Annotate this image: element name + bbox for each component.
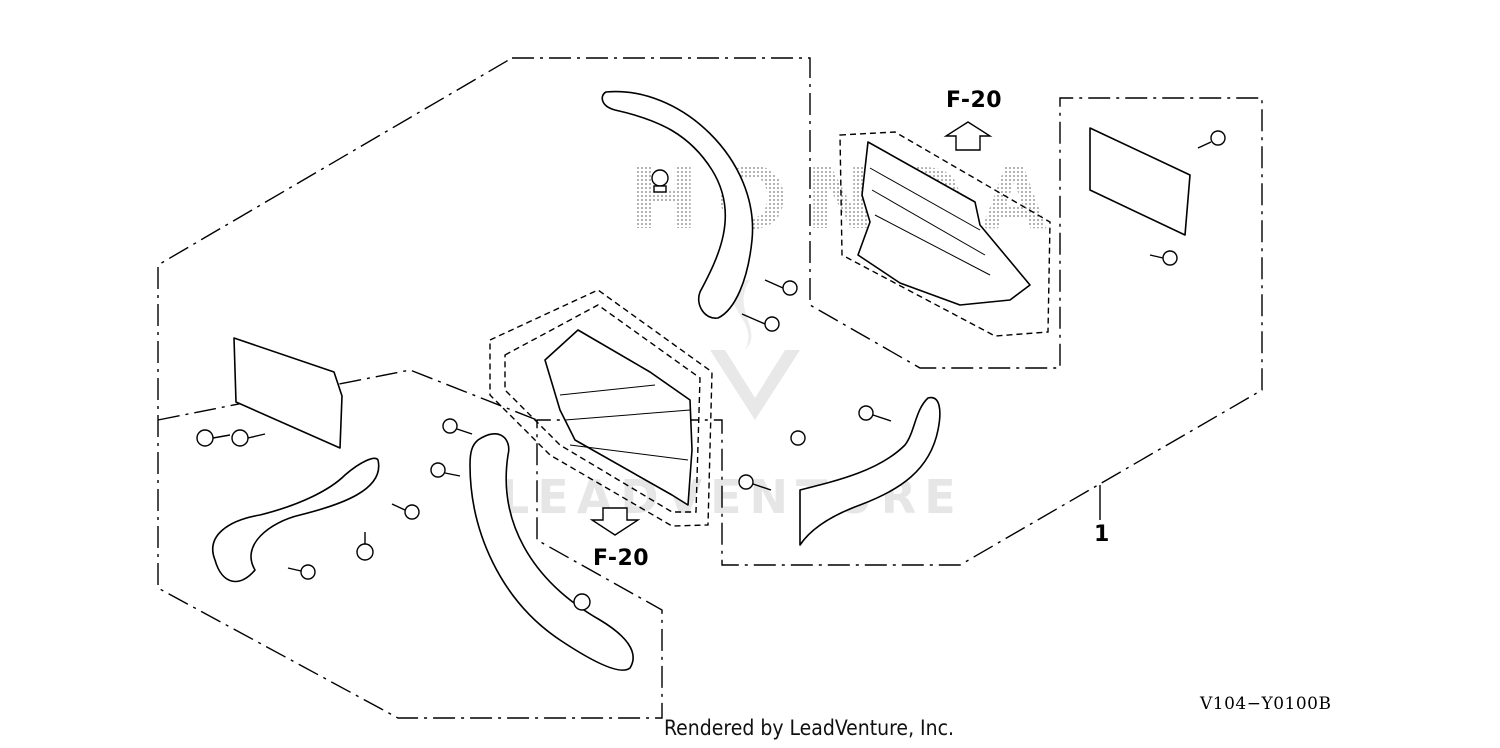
f20-down-arrow xyxy=(589,507,641,536)
lower-bracket-inner-box xyxy=(504,304,701,513)
left-plate xyxy=(233,337,343,449)
f20-up-arrow xyxy=(943,121,993,151)
screws xyxy=(196,130,1226,611)
right-curved-strip xyxy=(799,396,941,546)
footer-credit: Rendered by LeadVenture, Inc. xyxy=(664,716,954,740)
upper-bracket-box xyxy=(839,131,1051,337)
part-number-1: 1 xyxy=(1094,522,1110,547)
center-curved-strip xyxy=(469,433,634,671)
kit-boundary xyxy=(157,57,1263,719)
right-plate xyxy=(1089,127,1191,236)
upper-curved-strip xyxy=(601,90,754,319)
f20-label-top: F-20 xyxy=(946,88,1003,113)
upper-bracket xyxy=(857,141,1031,306)
lower-bracket xyxy=(544,329,693,506)
diagram-reference-code: V104−Y0100B xyxy=(1200,694,1332,714)
inner-boundary xyxy=(157,369,538,421)
f20-label-bottom: F-20 xyxy=(593,546,650,571)
left-curved-strip xyxy=(212,457,380,583)
lower-bracket-box xyxy=(489,289,713,527)
